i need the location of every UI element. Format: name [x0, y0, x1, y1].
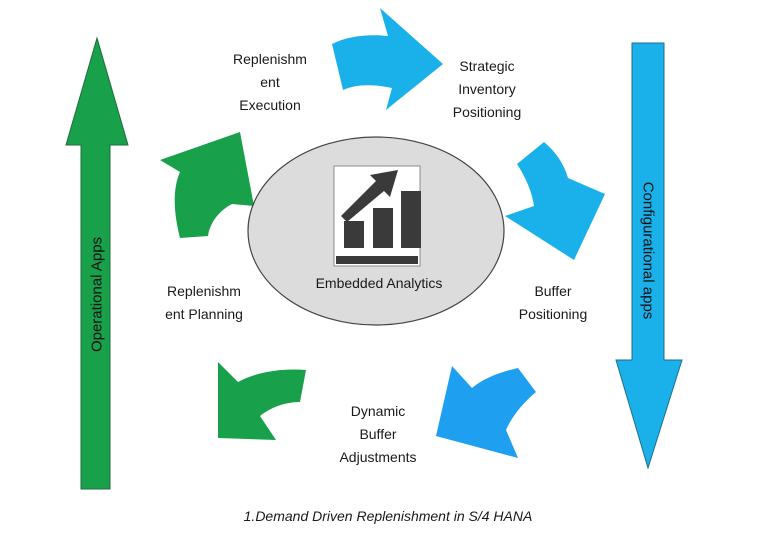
configurational-apps-label: Configurational apps: [639, 181, 657, 320]
label-line: Adjustments: [339, 449, 417, 465]
label-strategic-inventory-positioning: Strategic Inventory Positioning: [432, 55, 542, 124]
label-line: Positioning: [518, 306, 588, 322]
label-line: Replenishm: [233, 51, 307, 67]
label-line: Buffer: [359, 426, 397, 442]
cycle-arrow-planning-to-execution: [160, 132, 254, 238]
label-dynamic-buffer-adjustments: Dynamic Buffer Adjustments: [318, 400, 438, 469]
label-line: Dynamic: [350, 403, 406, 419]
label-line: ent Planning: [165, 306, 243, 322]
bar-chart-trend-icon: [333, 165, 421, 267]
center-label: Embedded Analytics: [315, 275, 443, 291]
label-buffer-positioning: Buffer Positioning: [500, 280, 606, 326]
configurational-apps-arrow: [615, 42, 683, 470]
cycle-arrow-strategic-to-buffer: [505, 142, 605, 260]
label-line: Buffer: [534, 283, 572, 299]
label-replenishment-planning: Replenishm ent Planning: [150, 280, 258, 326]
label-line: ent: [260, 74, 280, 90]
operational-apps-arrow: [65, 36, 129, 490]
label-replenishment-execution: Replenishm ent Execution: [216, 48, 324, 117]
label-line: Replenishm: [167, 283, 241, 299]
label-line: Inventory: [458, 81, 516, 97]
cycle-arrow-dynamic-to-planning: [218, 362, 306, 440]
cycle-arrow-execution-to-strategic: [332, 8, 443, 110]
label-line: Strategic: [459, 58, 515, 74]
label-line: Positioning: [452, 104, 522, 120]
cycle-arrow-buffer-to-dynamic: [436, 366, 536, 458]
label-line: Execution: [239, 97, 301, 113]
operational-apps-label: Operational Apps: [88, 236, 106, 353]
figure-caption: 1.Demand Driven Replenishment in S/4 HAN…: [243, 508, 533, 524]
